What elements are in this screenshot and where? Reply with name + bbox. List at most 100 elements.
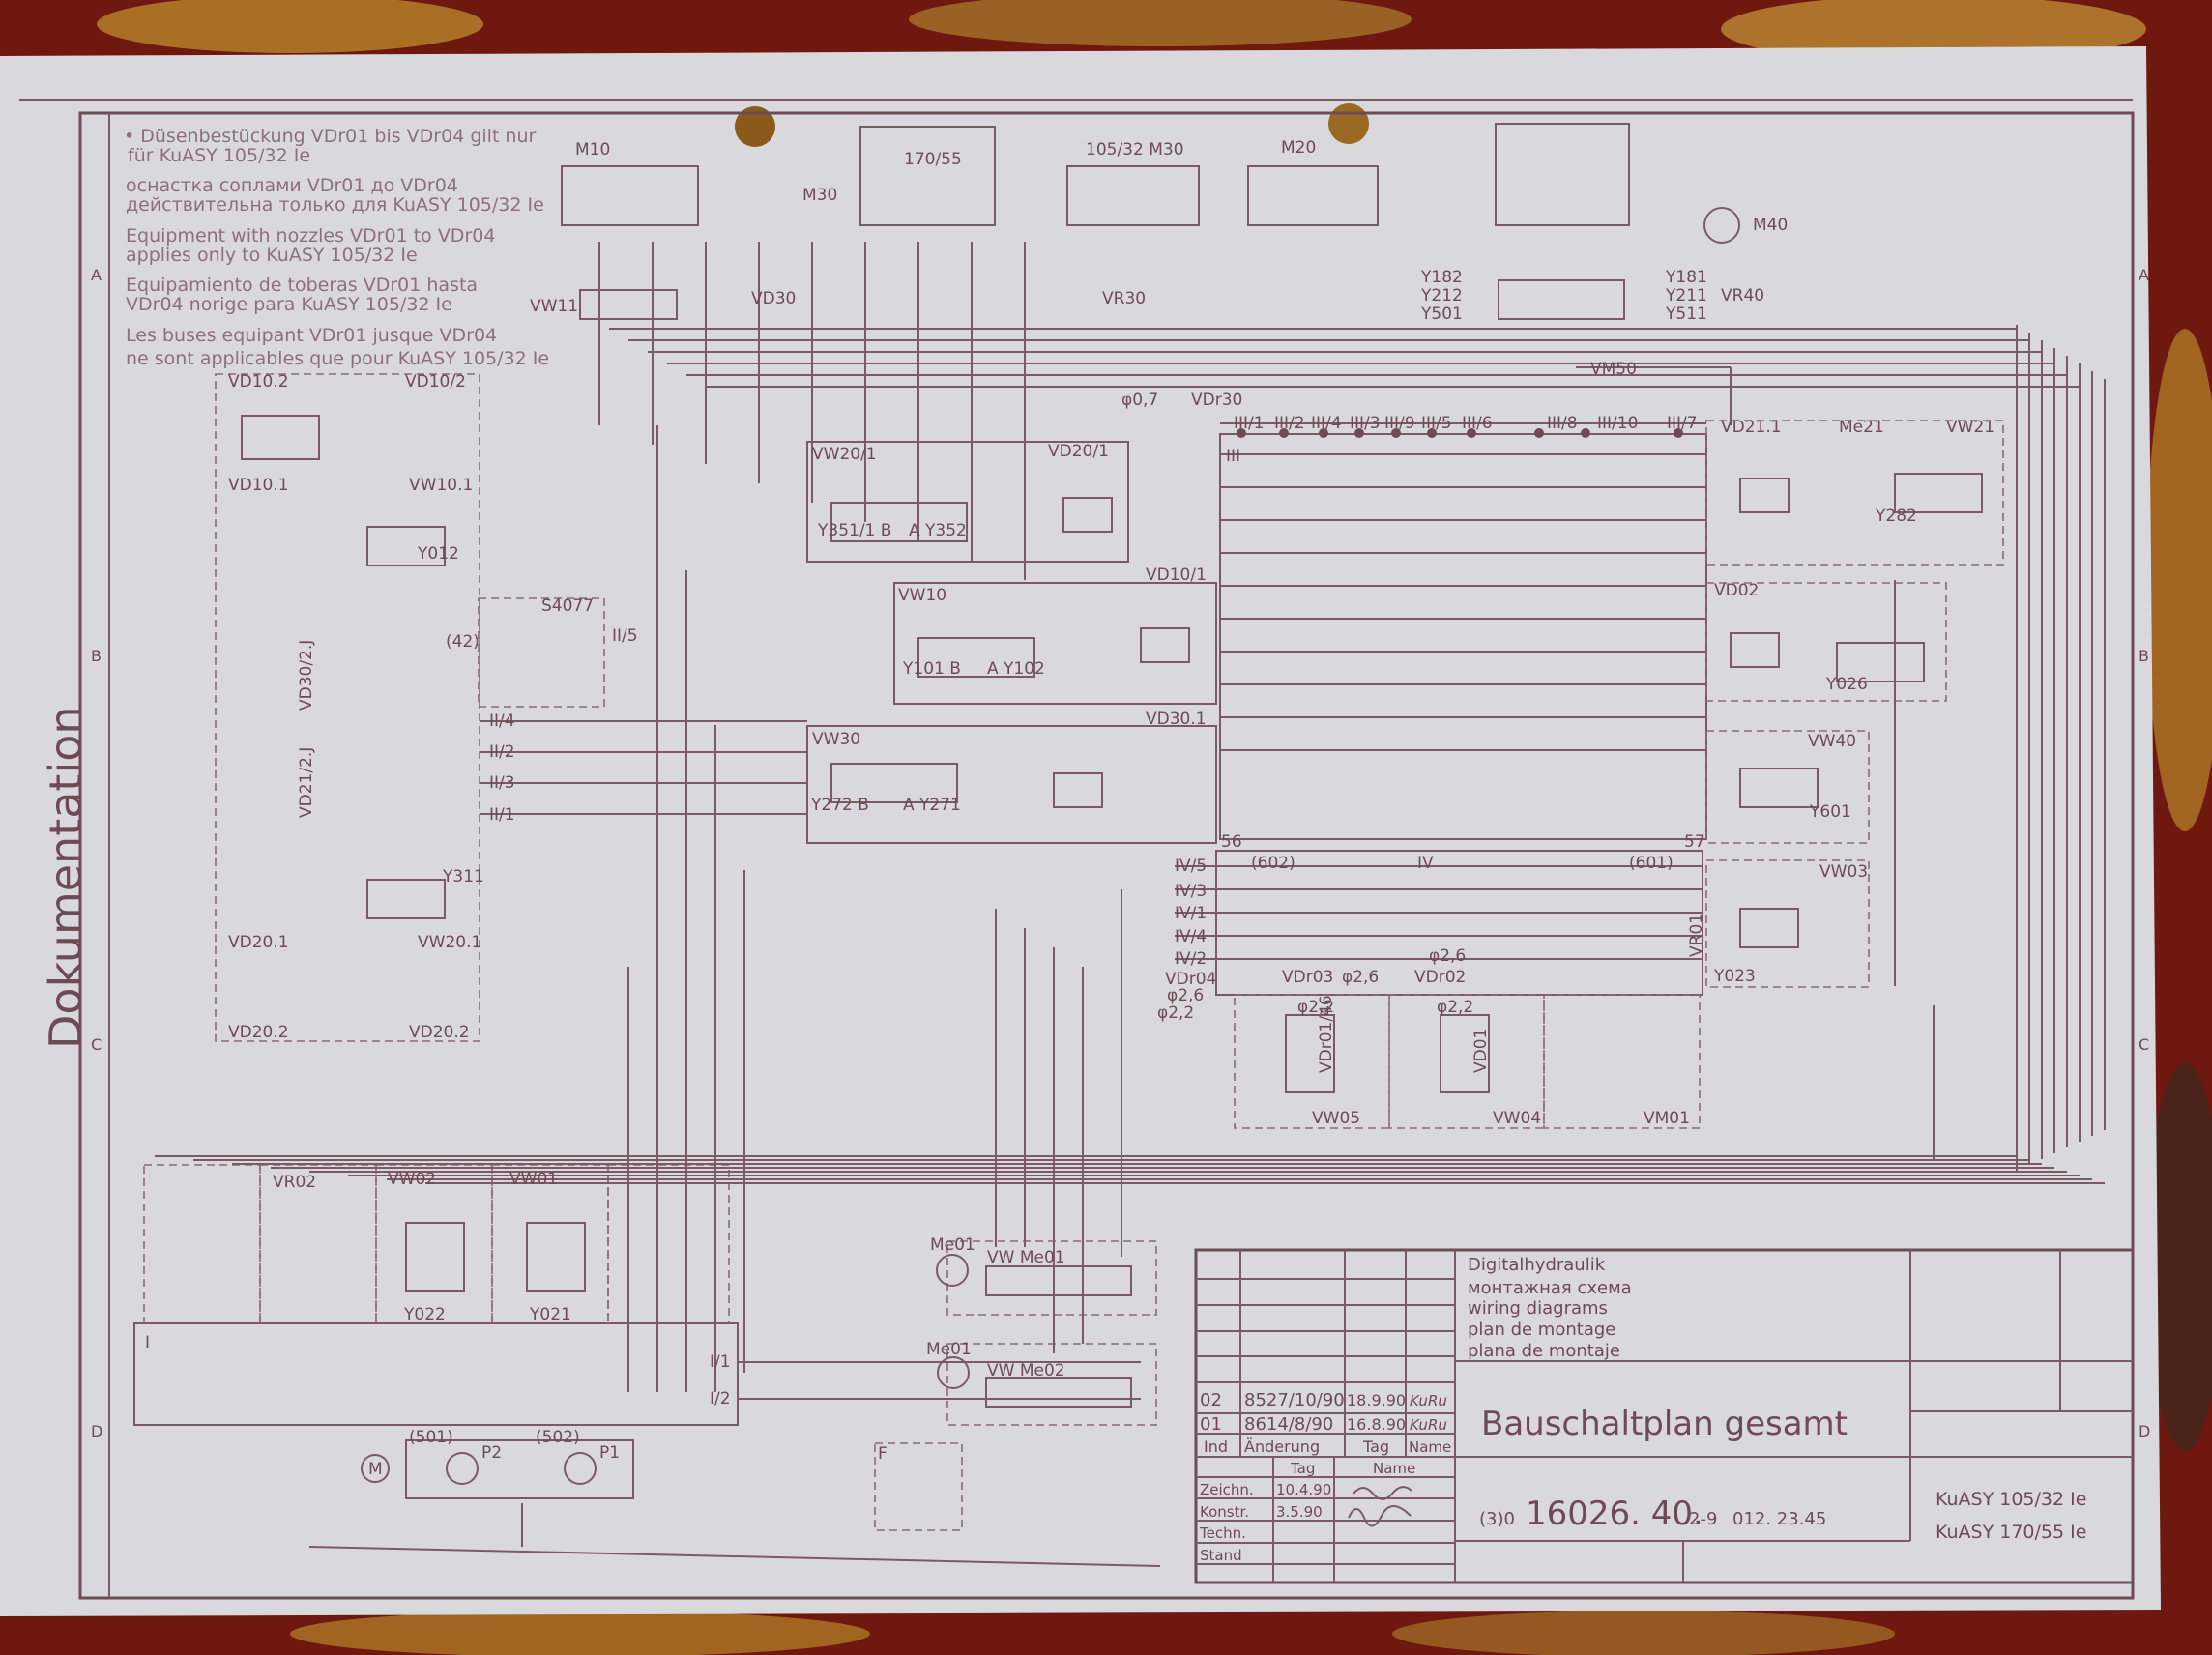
component-label: VD30.1 <box>1146 710 1207 729</box>
svg-text:действительна только для KuASY: действительна только для KuASY 105/32 Ie <box>126 194 544 216</box>
component-box <box>985 1377 1132 1408</box>
drawing-number: (3)0 16026. 40. 2-9 012. 23.45 <box>1479 1495 1826 1533</box>
pump-motor-symbol <box>937 1356 970 1389</box>
svg-text:Konstr.: Konstr. <box>1200 1503 1249 1521</box>
junction-dot <box>1391 428 1401 438</box>
component-label: φ2,2 <box>1297 998 1334 1017</box>
component-box <box>133 1322 739 1426</box>
svg-text:18.9.90: 18.9.90 <box>1347 1391 1406 1409</box>
component-box <box>1285 1014 1335 1093</box>
svg-text:Equipment with nozzles VDr01 t: Equipment with nozzles VDr01 to VDr04 <box>126 225 495 247</box>
component-label: φ0,7 <box>1121 391 1158 410</box>
component-label: Y101 B <box>902 659 961 679</box>
component-label: VW20/1 <box>812 445 877 464</box>
component-label: VDr03 <box>1282 968 1333 987</box>
svg-text:B: B <box>91 647 102 665</box>
component-label: Y022 <box>403 1305 446 1324</box>
svg-text:10.4.90: 10.4.90 <box>1276 1481 1331 1498</box>
component-box <box>874 1442 963 1531</box>
component-label: VW40 <box>1808 732 1856 751</box>
component-label: VD01 <box>1471 1029 1491 1073</box>
component-label: Y026 <box>1825 675 1868 694</box>
component-label: I/1 <box>710 1352 731 1372</box>
svg-text:02: 02 <box>1200 1390 1222 1410</box>
component-label: VDr04 <box>1165 970 1216 989</box>
component-label: VW10 <box>898 586 946 605</box>
component-box <box>1388 994 1545 1129</box>
component-label: IV/3 <box>1175 882 1207 901</box>
svg-text:für KuASY 105/32 Ie: für KuASY 105/32 Ie <box>128 145 310 166</box>
svg-text:01: 01 <box>1200 1414 1222 1435</box>
component-label: III/5 <box>1421 414 1452 433</box>
component-label: III/7 <box>1667 414 1698 433</box>
component-label: VW02 <box>388 1170 436 1189</box>
component-label: φ2,6 <box>1342 968 1379 987</box>
pump-motor-symbol <box>564 1452 597 1485</box>
svg-text:Tag: Tag <box>1362 1437 1389 1456</box>
punch-hole <box>1328 103 1369 144</box>
component-label: III/2 <box>1274 414 1305 433</box>
component-label: VR01 <box>1687 914 1706 957</box>
schematic-lines <box>133 123 2106 1567</box>
component-label: IV <box>1417 854 1434 873</box>
junction-dot <box>1467 428 1476 438</box>
component-label: Y024 <box>0 0 42 5</box>
svg-text:KuRu: KuRu <box>1410 1392 1447 1409</box>
svg-text:Zeichn.: Zeichn. <box>1200 1481 1254 1498</box>
component-label: Y501 <box>1420 305 1463 324</box>
component-label: M <box>368 1460 383 1479</box>
component-label: II/2 <box>489 742 515 762</box>
component-box <box>1836 642 1925 682</box>
component-label: Y023 <box>1713 967 1756 986</box>
component-box <box>366 526 446 566</box>
svg-text:KuRu: KuRu <box>1410 1416 1447 1434</box>
component-label: Y212 <box>1420 286 1463 305</box>
svg-text:KuASY 105/32 Ie: KuASY 105/32 Ie <box>1936 1489 2086 1510</box>
component-label: VM50 <box>1590 360 1637 379</box>
component-box <box>1705 420 2004 566</box>
component-box <box>1730 632 1780 668</box>
component-label: φ2,2 <box>1437 998 1473 1017</box>
svg-text:D: D <box>91 1422 102 1440</box>
junction-dot <box>1237 428 1246 438</box>
component-label: VW Me01 <box>987 1248 1065 1267</box>
punch-hole <box>735 106 775 147</box>
component-box <box>366 879 446 919</box>
component-label: (501) <box>409 1428 453 1447</box>
signature <box>1348 1486 1412 1527</box>
svg-text:VDr04 norige para KuASY 105/32: VDr04 norige para KuASY 105/32 Ie <box>126 294 452 315</box>
pump-motor-symbol <box>361 1454 390 1483</box>
component-box <box>946 1240 1157 1316</box>
component-label: VW10.1 <box>409 476 473 495</box>
component-box <box>859 126 996 226</box>
component-box <box>985 1265 1132 1296</box>
component-box <box>1062 497 1113 533</box>
component-label: III/1 <box>1234 414 1265 433</box>
svg-text:B: B <box>2139 647 2149 665</box>
zone-markers: AB CD AB CD <box>91 266 2150 1440</box>
component-label: I/2 <box>710 1389 731 1408</box>
svg-text:Tag: Tag <box>1290 1460 1315 1477</box>
component-label: 170/55 <box>904 150 962 169</box>
svg-text:012. 23.45: 012. 23.45 <box>1732 1509 1826 1529</box>
component-label: Y311 <box>442 867 484 886</box>
component-label: 105/32 M30 <box>1086 140 1184 160</box>
junction-dot <box>1674 428 1683 438</box>
component-label: φ2,6 <box>1167 986 1204 1005</box>
svg-text:16026. 40.: 16026. 40. <box>1526 1495 1703 1533</box>
svg-text:applies only to KuASY 105/32 I: applies only to KuASY 105/32 Ie <box>126 245 418 266</box>
component-label: VW03 <box>1819 862 1868 882</box>
component-label: A Y102 <box>987 659 1045 679</box>
component-label: II/5 <box>612 626 638 646</box>
component-label: VR30 <box>1102 289 1146 308</box>
component-box <box>526 1222 586 1292</box>
component-label: M10 <box>575 140 610 160</box>
component-label: φ2,6 <box>1429 946 1466 966</box>
component-label: III <box>1226 447 1240 466</box>
component-label: VW20.1 <box>418 933 481 952</box>
component-label: VW30 <box>812 730 860 749</box>
component-box <box>1543 994 1701 1129</box>
component-label: II/4 <box>489 711 515 731</box>
drawing-frame <box>78 111 2135 1600</box>
component-label: S4077 <box>541 596 594 616</box>
